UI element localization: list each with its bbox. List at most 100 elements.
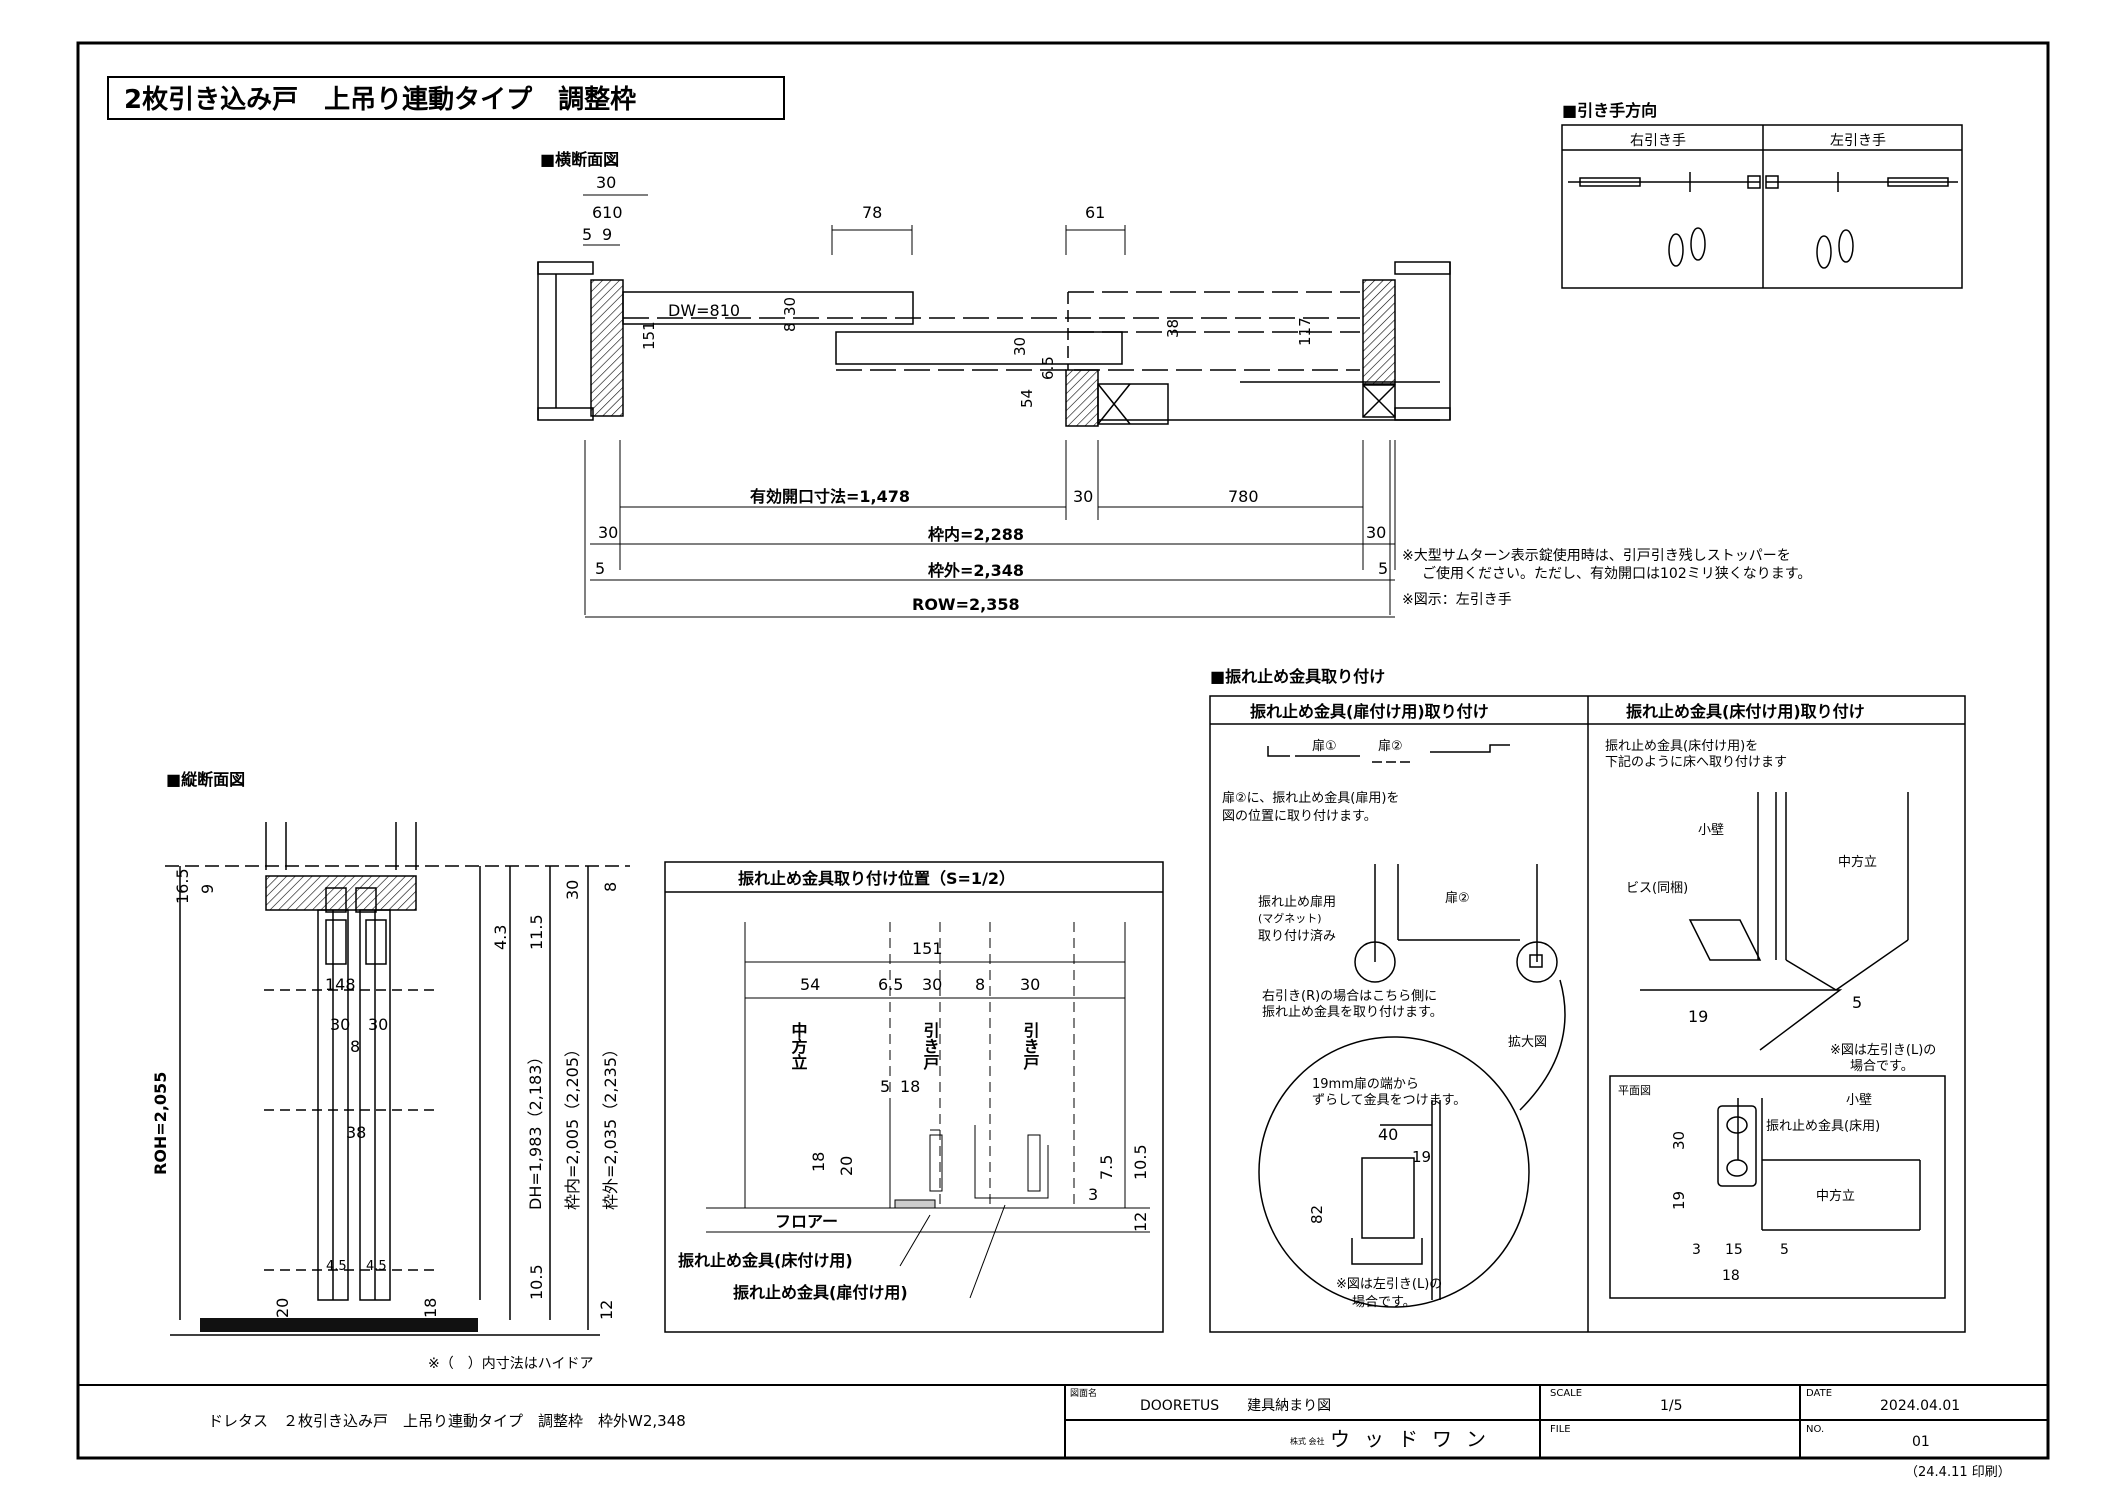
dim-label: 20 bbox=[273, 1298, 292, 1318]
dim-label: 151 bbox=[912, 939, 943, 958]
dim-label: 枠外=2,348 bbox=[928, 561, 1024, 580]
cross-section-heading: ■横断面図 bbox=[540, 150, 619, 169]
dim-label: 30 bbox=[1670, 1131, 1688, 1150]
dim-label: 61 bbox=[1085, 203, 1105, 222]
dim-label: 19 bbox=[1412, 1148, 1431, 1166]
dim-label: 10.5 bbox=[1131, 1144, 1150, 1180]
zumei-value: DOORETUS 建具納まり図 bbox=[1140, 1398, 1331, 1414]
dim-label: 38 bbox=[346, 1123, 366, 1142]
dim-label: 18 bbox=[1722, 1268, 1740, 1284]
scale-label: SCALE bbox=[1550, 1388, 1582, 1399]
offset-note: ずらして金具をつけます。 bbox=[1312, 1092, 1466, 1108]
dim-label: 40 bbox=[1378, 1125, 1398, 1144]
dim-label: 15 bbox=[1725, 1242, 1743, 1258]
dim-label: 151 bbox=[640, 321, 658, 350]
dim-roh: ROH=2,055 bbox=[151, 1072, 170, 1175]
dim-label: 38 bbox=[1164, 319, 1182, 338]
naka-label: 中方立 bbox=[1816, 1188, 1855, 1204]
install-text: 図の位置に取り付けます。 bbox=[1222, 809, 1377, 824]
screw-label: ビス(同梱) bbox=[1626, 881, 1688, 896]
dim-label: ROW=2,358 bbox=[912, 595, 1020, 614]
offset-note: 19mm扉の端から bbox=[1312, 1076, 1419, 1092]
install-heading: ■振れ止め金具取り付け bbox=[1210, 667, 1385, 686]
dim-label: 6.5 bbox=[878, 975, 903, 994]
printed-date: （24.4.11 印刷） bbox=[1905, 1465, 2011, 1480]
dim-label: 30 bbox=[922, 975, 942, 994]
company-label: 株式 会社 bbox=[1290, 1436, 1325, 1446]
mount-position: 振れ止め金具取り付け位置（S=1/2） 151 54 6.5 30 bbox=[664, 861, 1164, 1333]
door-label: 引き戸 bbox=[1021, 1022, 1040, 1071]
dim-label: 8 bbox=[781, 322, 799, 332]
naka-label: 中方立 bbox=[789, 1021, 808, 1070]
dim-label: 18 bbox=[421, 1298, 440, 1318]
right-note: 右引き(R)の場合はこちら側に bbox=[1262, 989, 1437, 1004]
naka-label: 中方立 bbox=[1838, 854, 1877, 870]
kokabe-label: 小壁 bbox=[1698, 823, 1724, 838]
floor-label: フロアー bbox=[775, 1212, 838, 1231]
left-note: 場合です。 bbox=[1352, 1295, 1416, 1310]
callout-door: 振れ止め金具(扉付け用) bbox=[733, 1283, 908, 1302]
dim-label: 30 bbox=[596, 173, 616, 192]
handle-heading: ■引き手方向 bbox=[1562, 101, 1657, 120]
door-label: 引き戸 bbox=[921, 1022, 940, 1071]
dim-label: 30 bbox=[781, 297, 799, 316]
dim-label: 18 bbox=[809, 1152, 828, 1172]
note: ※大型サムターン表示錠使用時は、引戸引き残しストッパーを bbox=[1402, 547, 1791, 564]
handle-direction: ■引き手方向 右引き手 左引き手 bbox=[1561, 101, 1963, 289]
plan-label: 平面図 bbox=[1618, 1084, 1651, 1097]
page-title: 2枚引き込み戸 上吊り連動タイプ 調整枠 bbox=[124, 84, 636, 115]
scale-value: 1/5 bbox=[1660, 1398, 1683, 1414]
kokabe-label: 小壁 bbox=[1846, 1093, 1872, 1108]
dim-label: 4.5 bbox=[326, 1259, 347, 1274]
dim-label: 30 bbox=[1020, 975, 1040, 994]
title-block: ドレタス ２枚引き込み戸 上吊り連動タイプ 調整枠 枠外W2,348 図面名 D… bbox=[78, 1384, 2048, 1480]
dim-label: 11.5 bbox=[527, 914, 546, 950]
dim-label: 30 bbox=[368, 1015, 388, 1034]
note: ※図示：左引き手 bbox=[1402, 592, 1512, 608]
file-label: FILE bbox=[1550, 1424, 1571, 1435]
door-2-label: 扉② bbox=[1378, 738, 1403, 754]
dim-label: 4.5 bbox=[366, 1259, 387, 1274]
dim-label: 16.5 bbox=[173, 868, 192, 904]
dim-label: 3 bbox=[1088, 1185, 1098, 1204]
date-label: DATE bbox=[1806, 1388, 1832, 1399]
dim-label: 610 bbox=[592, 203, 623, 222]
floor-fitting-label: 振れ止め金具(床用) bbox=[1766, 1118, 1880, 1134]
install-text: 扉②に、振れ止め金具(扉用)を bbox=[1222, 790, 1399, 806]
dim-label: 30 bbox=[1366, 523, 1386, 542]
dim-label: 20 bbox=[837, 1156, 856, 1176]
dim-label: 117 bbox=[1296, 317, 1314, 346]
magnet-label: 取り付け済み bbox=[1258, 928, 1336, 944]
dim-label: 18 bbox=[900, 1077, 920, 1096]
dim-label: 9 bbox=[198, 884, 217, 894]
dim-label: 8 bbox=[601, 882, 620, 892]
dim-label: 6.5 bbox=[1039, 356, 1057, 380]
dim-outer: 枠外=2,035（2,235） bbox=[601, 1041, 620, 1210]
date-value: 2024.04.01 bbox=[1880, 1398, 1960, 1414]
dim-label: 8 bbox=[350, 1037, 360, 1056]
no-label: NO. bbox=[1806, 1424, 1824, 1435]
install-door-head: 振れ止め金具(扉付け用)取り付け bbox=[1250, 702, 1489, 721]
floor-slab bbox=[200, 1318, 478, 1332]
dim-label: 10.5 bbox=[527, 1264, 546, 1300]
dim-label: 9 bbox=[602, 225, 612, 244]
dim-label: 12 bbox=[597, 1300, 616, 1320]
sheet-border bbox=[76, 41, 2050, 1460]
dim-label: 30 bbox=[1011, 337, 1029, 356]
position-heading: 振れ止め金具取り付け位置（S=1/2） bbox=[738, 869, 1015, 888]
dim-label: 8 bbox=[975, 975, 985, 994]
door-2-label: 扉② bbox=[1445, 890, 1470, 906]
vertical-heading: ■縦断面図 bbox=[166, 770, 245, 789]
magnet-label: 振れ止め扉用 bbox=[1258, 894, 1336, 910]
no-value: 01 bbox=[1912, 1434, 1930, 1450]
left-note: ※図は左引き(L)の bbox=[1336, 1277, 1442, 1292]
right-note: 振れ止め金具を取り付けます。 bbox=[1262, 1004, 1443, 1020]
floor-text: 下記のように床へ取り付けます bbox=[1605, 754, 1787, 770]
dim-label: 有効開口寸法=1,478 bbox=[750, 487, 910, 506]
title-box bbox=[107, 76, 785, 120]
dim-label: 5 bbox=[595, 559, 605, 578]
cross-section: ■横断面図 30 610 5 9 78 61 bbox=[537, 150, 1811, 618]
dim-label: 5 bbox=[1852, 993, 1862, 1012]
handle-right-label: 右引き手 bbox=[1630, 133, 1686, 149]
